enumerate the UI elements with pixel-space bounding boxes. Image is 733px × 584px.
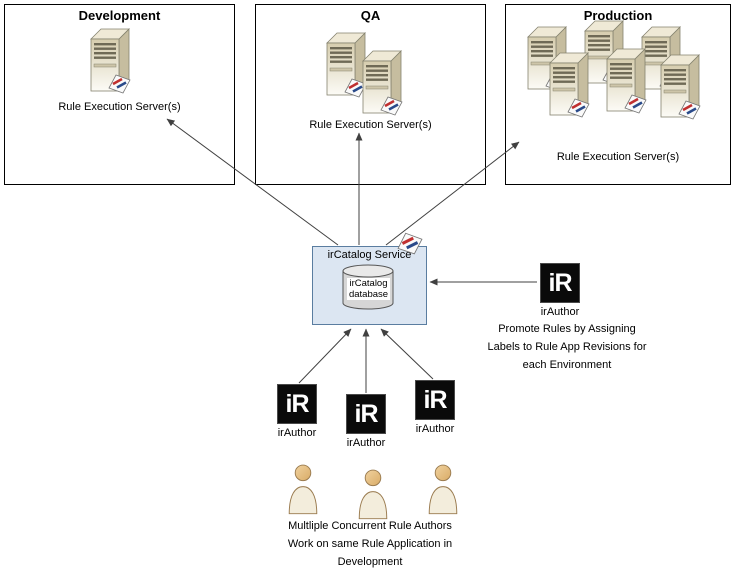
irauthor-icon-promoter: iR	[540, 263, 580, 303]
irauthor-logo-text: iR	[354, 399, 379, 428]
environment-title-production: Production	[583, 8, 653, 23]
irauthor-icon-1: iR	[277, 384, 317, 424]
server-label-development: Rule Execution Server(s)	[58, 101, 181, 113]
person-icon	[424, 463, 462, 515]
irauthor-label-3: irAuthor	[415, 423, 455, 435]
person-icon	[354, 468, 392, 520]
environment-box-qa: QA Rule Execution Server(s)	[255, 4, 486, 185]
environment-title-qa: QA	[360, 8, 381, 23]
server-label-qa: Rule Execution Server(s)	[309, 119, 432, 131]
authors-note-line2: Work on same Rule Application in	[287, 538, 453, 550]
irauthor-icon-3: iR	[415, 380, 455, 420]
environment-box-production: Production Rule Execution Server(s)	[505, 4, 731, 185]
promote-note-line2: Labels to Rule App Revisions for	[487, 341, 647, 353]
server-icon	[356, 48, 408, 120]
irauthor-logo-text: iR	[285, 389, 310, 418]
irauthor-logo-text: iR	[423, 385, 448, 414]
person-icon	[284, 463, 322, 515]
server-icon	[600, 46, 652, 118]
promote-note: Promote Rules by Assigning Labels to Rul…	[477, 320, 657, 374]
promote-note-line3: each Environment	[522, 359, 612, 371]
irauthor-label-1: irAuthor	[277, 427, 317, 439]
irauthor-icon-2: iR	[346, 394, 386, 434]
authors-note-line1: Multliple Concurrent Rule Authors	[288, 520, 452, 532]
irauthor-logo-text: iR	[548, 268, 573, 297]
server-icon	[84, 26, 136, 98]
promote-note-line1: Promote Rules by Assigning	[498, 323, 636, 335]
environment-title-development: Development	[78, 8, 161, 23]
authors-note: Multliple Concurrent Rule Authors Work o…	[270, 517, 470, 571]
server-icon	[543, 50, 595, 122]
ircatalog-database-label-line2: database	[346, 289, 391, 300]
irauthor-label-promoter: irAuthor	[540, 306, 580, 318]
arrow-author1-to-catalog	[298, 328, 352, 384]
ircatalog-service-label: irCatalog Service	[327, 249, 412, 261]
ircatalog-database-label-line1: irCatalog	[347, 278, 390, 289]
authors-note-line3: Development	[337, 556, 403, 568]
ircatalog-database-label: irCatalog database	[312, 278, 425, 300]
arrow-author3-to-catalog	[380, 328, 434, 380]
server-label-production: Rule Execution Server(s)	[556, 151, 680, 163]
server-icon	[654, 52, 706, 124]
irauthor-label-2: irAuthor	[346, 437, 386, 449]
rules-badge-icon	[397, 230, 423, 256]
environment-box-development: Development Rule Execution Server(s)	[4, 4, 235, 185]
